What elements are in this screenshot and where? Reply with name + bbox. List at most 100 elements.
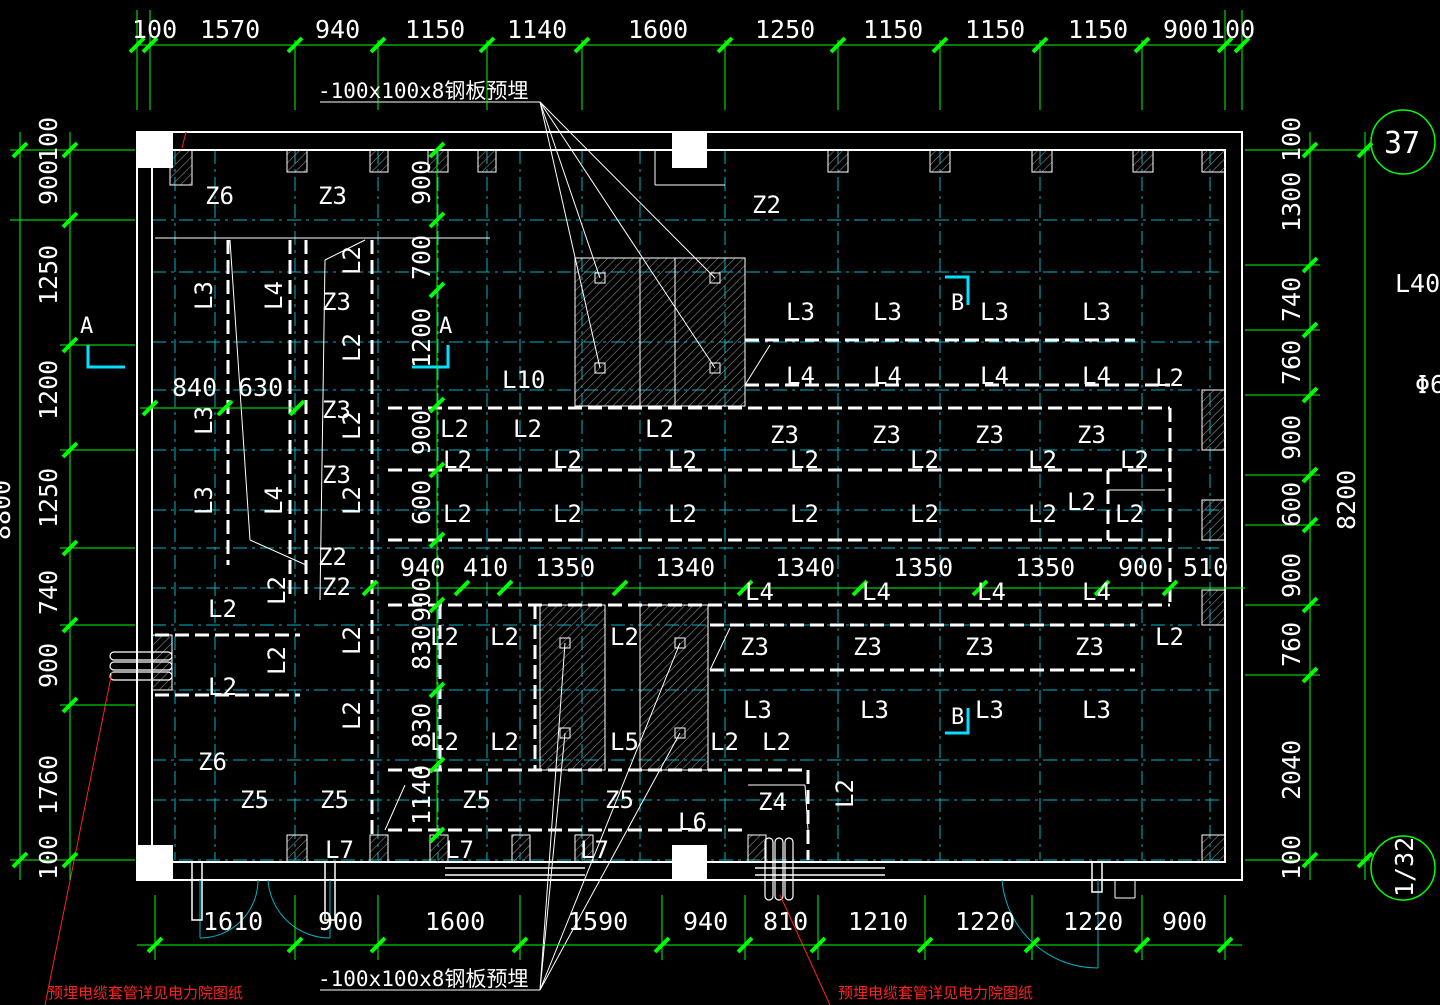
bottom-dim-1: 1610 xyxy=(203,907,263,936)
beam-label: L2 xyxy=(430,728,459,756)
beam-label: L2 xyxy=(553,446,582,474)
beam-label: L3 xyxy=(1082,696,1111,724)
beam-label: Z5 xyxy=(320,786,349,814)
beam-label: L2 xyxy=(490,623,519,651)
bottom-dim-9: 1220 xyxy=(1063,907,1123,936)
beam-label: L2 xyxy=(762,728,791,756)
beam-label: Z3 xyxy=(770,421,799,449)
beam-label: Z3 xyxy=(1075,633,1104,661)
beam-label: Z3 xyxy=(322,288,351,316)
beam-label: L7 xyxy=(580,836,609,864)
beam-label: L4 xyxy=(873,362,902,390)
top-dim-5: 1140 xyxy=(507,15,567,44)
section-a-left: A xyxy=(80,314,93,339)
right-dim-2: 1300 xyxy=(1277,172,1306,232)
inner-dim-1200: 1200 xyxy=(407,308,436,368)
top-dim-6: 1600 xyxy=(628,15,688,44)
beam-label: L2 xyxy=(910,500,939,528)
beam-label: L3 xyxy=(975,696,1004,724)
inner-dim-900b: 900 xyxy=(407,410,436,455)
right-dim-1: 100 xyxy=(1277,117,1306,162)
axis-bubbles xyxy=(1370,109,1436,901)
beam-label: L4 xyxy=(786,362,815,390)
beam-label: L2 xyxy=(831,779,859,808)
beam-label: Z3 xyxy=(318,182,347,210)
left-dim-3: 1250 xyxy=(34,245,63,305)
right-dim-4: 760 xyxy=(1277,340,1306,385)
beam-label: Z4 xyxy=(758,788,787,816)
beam-label: L2 xyxy=(208,595,237,623)
mid-dim-8: 900 xyxy=(1118,553,1163,582)
beam-label: Z6 xyxy=(198,748,227,776)
beam-label: Z2 xyxy=(318,543,347,571)
beam-label: Z6 xyxy=(205,182,234,210)
bottom-dim-7: 1210 xyxy=(848,907,908,936)
top-dimension-texts: 100 1570 940 1150 1140 1600 1250 1150 11… xyxy=(132,15,1255,44)
beam-label: L3 xyxy=(980,298,1009,326)
beam-label: L4 xyxy=(862,578,891,606)
beam-label: L6 xyxy=(678,808,707,836)
inner-dim-900: 900 xyxy=(407,160,436,205)
beam-label: L4 xyxy=(980,362,1009,390)
cable-note-right: 预埋电缆套管详见电力院图纸 xyxy=(838,984,1033,1002)
right-dim-3: 740 xyxy=(1277,277,1306,322)
beam-label: L3 xyxy=(873,298,902,326)
beam-label: Z5 xyxy=(462,786,491,814)
beam-label: L3 xyxy=(190,281,218,310)
beam-label: L3 xyxy=(1082,298,1111,326)
plate-leaders xyxy=(320,101,716,991)
beam-label: L2 xyxy=(338,486,366,515)
beam-label: L2 xyxy=(1115,500,1144,528)
beam-label: L4 xyxy=(260,486,288,515)
beam-label: L2 xyxy=(553,500,582,528)
inner-dim-830: 830 xyxy=(407,625,436,670)
axis-label-1-32: 1/32 xyxy=(1390,837,1419,897)
inner-dimension-texts: 840 630 900 700 1200 900 600 900 830 830… xyxy=(172,160,436,825)
beam-label: Z3 xyxy=(975,421,1004,449)
bottom-dim-10: 900 xyxy=(1162,907,1207,936)
beam-label: L2 xyxy=(338,333,366,362)
beam-label: L2 xyxy=(668,500,697,528)
right-dim-6: 600 xyxy=(1277,482,1306,527)
top-dim-9: 1150 xyxy=(965,15,1025,44)
beam-label: L2 xyxy=(513,415,542,443)
beam-label: L2 xyxy=(430,623,459,651)
beam-label: L7 xyxy=(445,836,474,864)
left-total: 8800 xyxy=(0,480,16,540)
beam-label: L2 xyxy=(1155,364,1184,392)
beam-label: Z2 xyxy=(752,191,781,219)
beam-label: Z5 xyxy=(605,786,634,814)
section-marks xyxy=(86,275,970,735)
section-b-bottom: B xyxy=(951,705,964,730)
cable-note-left: 预埋电缆套管详见电力院图纸 xyxy=(48,984,243,1002)
beam-label: L3 xyxy=(190,406,218,435)
beam-label: L4 xyxy=(1082,578,1111,606)
cable-leaders xyxy=(44,131,831,1005)
top-dim-2: 1570 xyxy=(200,15,260,44)
left-dim-4: 1200 xyxy=(34,360,63,420)
mid-dim-1: 940 xyxy=(400,553,445,582)
beam-label: L4 xyxy=(745,578,774,606)
beam-label: Z3 xyxy=(1077,421,1106,449)
beam-label: L2 xyxy=(710,728,739,756)
beam-label: L2 xyxy=(443,500,472,528)
left-dim-7: 900 xyxy=(34,643,63,688)
left-dim-6: 740 xyxy=(34,570,63,615)
mid-dim-3: 1350 xyxy=(535,553,595,582)
top-dim-11: 900 xyxy=(1163,15,1208,44)
inner-dim-840: 840 xyxy=(172,373,217,402)
beam-label: L2 xyxy=(1028,500,1057,528)
beam-label: L2 xyxy=(610,623,639,651)
beam-label: L2 xyxy=(338,701,366,730)
inner-dim-1140: 1140 xyxy=(407,765,436,825)
top-dim-10: 1150 xyxy=(1068,15,1128,44)
beam-label: L2 xyxy=(668,446,697,474)
plate-markers xyxy=(559,272,721,739)
inner-dim-630: 630 xyxy=(238,373,283,402)
right-dimension-texts: 100 1300 740 760 900 600 900 760 2040 10… xyxy=(1277,117,1361,880)
beam-label: L2 xyxy=(338,411,366,440)
axis-label-37: 37 xyxy=(1384,126,1420,161)
beam-label: L4 xyxy=(1082,362,1111,390)
beam-label: L2 xyxy=(490,728,519,756)
